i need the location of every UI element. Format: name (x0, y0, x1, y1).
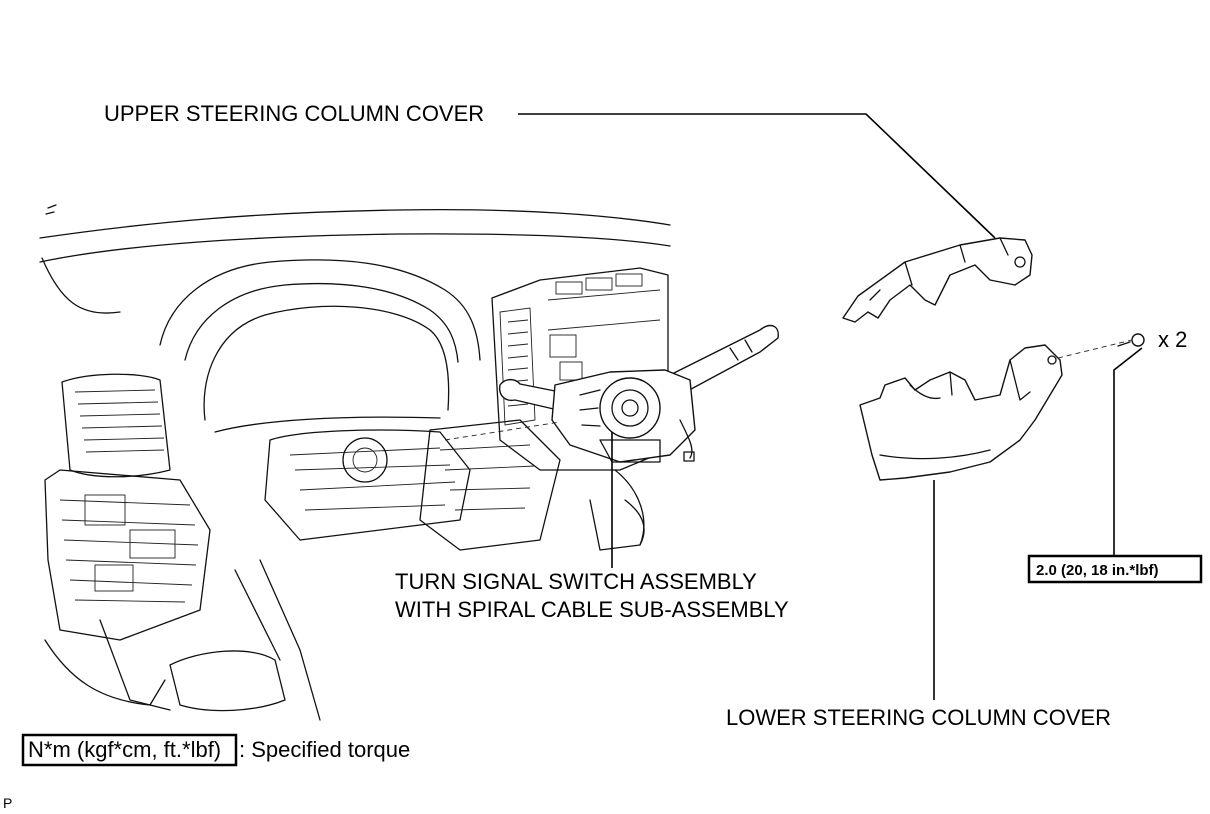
torque-box (1027, 554, 1203, 584)
lower-cover-drawing (859, 344, 1063, 481)
torque-value: 2.0 (20, 18 in.*lbf) (1036, 562, 1159, 579)
legend-box (21, 733, 238, 767)
turn-signal-label-line1: TURN SIGNAL SWITCH ASSEMBLY (395, 569, 757, 594)
screw-drawing (1057, 333, 1145, 359)
leader-lines (518, 113, 1143, 700)
turn-signal-switch-drawing (498, 324, 779, 463)
screw-quantity-label: x 2 (1158, 327, 1187, 352)
corner-mark: P (3, 795, 12, 811)
alignment-dashed-line (444, 421, 561, 441)
upper-cover-label: UPPER STEERING COLUMN COVER (104, 101, 484, 126)
upper-cover-drawing (842, 237, 1033, 323)
turn-signal-label-line2: WITH SPIRAL CABLE SUB-ASSEMBLY (395, 597, 789, 622)
legend-unit: N*m (kgf*cm, ft.*lbf) (28, 737, 221, 762)
legend-description: : Specified torque (239, 737, 410, 762)
lower-cover-label: LOWER STEERING COLUMN COVER (726, 705, 1111, 730)
instrument-panel-drawing (39, 204, 671, 721)
